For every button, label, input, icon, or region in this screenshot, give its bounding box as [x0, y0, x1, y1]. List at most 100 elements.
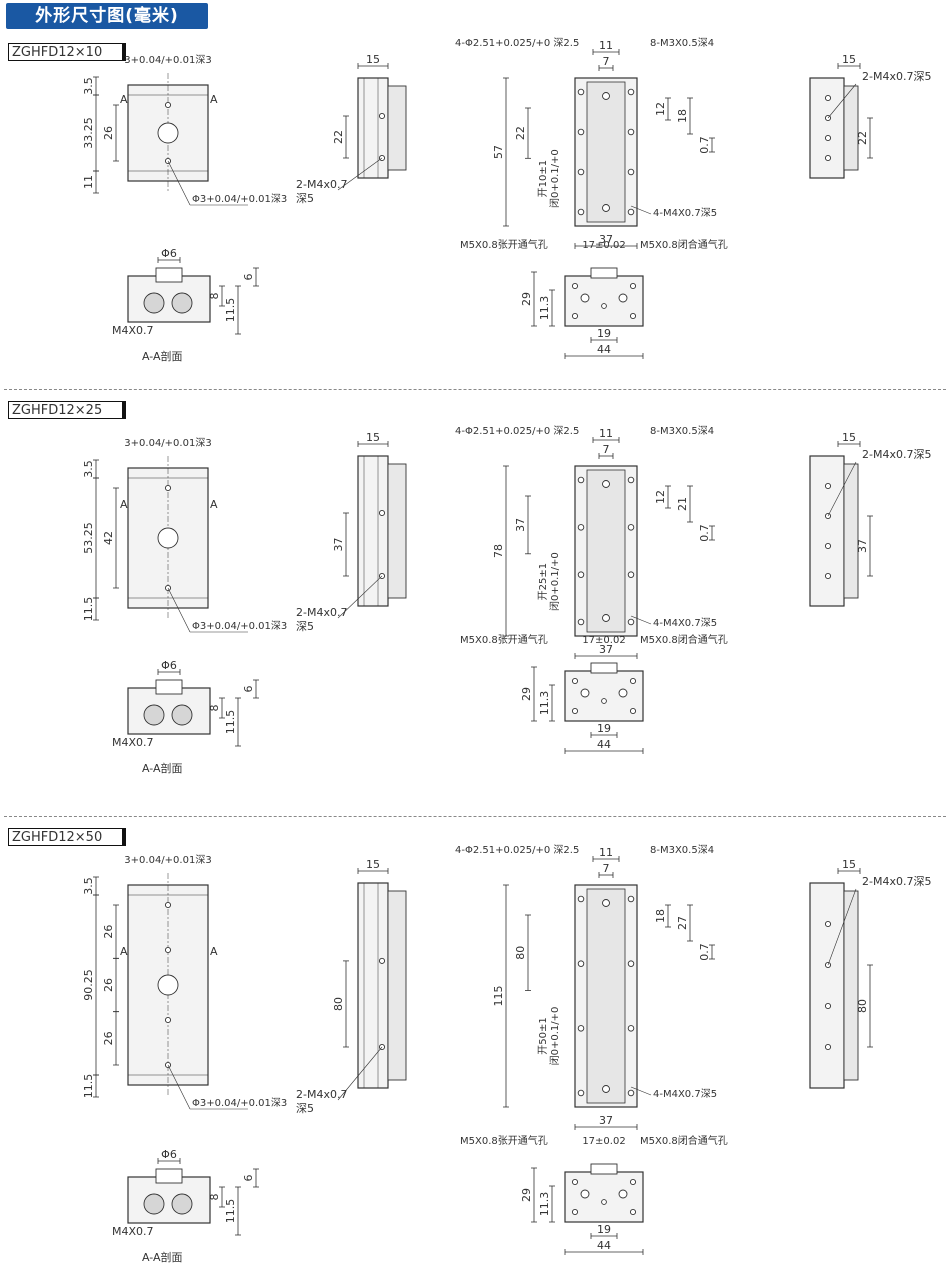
- top-side-hole: [577, 476, 585, 484]
- top-width-7: 7: [603, 443, 610, 456]
- section-aa-bore: [171, 1193, 193, 1215]
- top-hole-dimension: 4-Φ2.51+0.025/+0 深2.5: [455, 844, 579, 856]
- section-aa-bore: [171, 292, 193, 314]
- section-aa-piston: [155, 679, 183, 695]
- side-thread-depth: 深5: [296, 1102, 314, 1115]
- section-mark-a-right: A: [210, 945, 218, 958]
- right-thread-hole: [824, 1043, 832, 1051]
- right-thread-hole: [824, 482, 832, 490]
- side-top-dimension: 15: [366, 53, 380, 66]
- section-aa-dim-8: 8: [208, 293, 221, 300]
- section-mark-a-left: A: [120, 93, 128, 106]
- end-center-hole: [601, 698, 607, 704]
- top-bottom-dimension: 37: [599, 233, 613, 246]
- leader-line: [630, 615, 652, 625]
- end-height-113: 11.3: [538, 691, 551, 716]
- right-view-body: [809, 882, 845, 1089]
- top-side-hole: [627, 1089, 635, 1097]
- end-height-113: 11.3: [538, 1192, 551, 1217]
- end-hole: [571, 282, 579, 290]
- side-view-body: [357, 882, 389, 1089]
- top-screw-dimension: 8-M3X0.5深4: [650, 844, 714, 856]
- section-mark-a-left: A: [120, 945, 128, 958]
- leader-line: [630, 1086, 652, 1096]
- section-aa-caption: A-A剖面: [142, 761, 183, 775]
- front-dim-main: 33.25: [82, 117, 95, 149]
- end-width-19: 19: [597, 1223, 611, 1236]
- top-jaw-hole: [602, 204, 610, 212]
- right-thread-hole: [824, 154, 832, 162]
- front-inner-dimension: 26: [102, 1031, 115, 1045]
- top-stroke-open: 开25±1: [538, 563, 549, 600]
- top-stroke-open: 开50±1: [538, 1017, 549, 1054]
- section-aa-thread: M4X0.7: [112, 1225, 154, 1238]
- front-top-dimension: 3+0.04/+0.01深3: [124, 437, 211, 449]
- right-view-jaw: [843, 890, 859, 1081]
- side-thread-label: 2-M4x0.7: [296, 1088, 347, 1101]
- top-view-rail: [586, 888, 626, 1104]
- top-side-hole: [577, 88, 585, 96]
- section-aa-piston: [155, 1168, 183, 1184]
- end-hole: [571, 1178, 579, 1186]
- top-dim-h: 27: [676, 916, 689, 930]
- top-width-7: 7: [603, 862, 610, 875]
- section-mark-a-right: A: [210, 498, 218, 511]
- end-open-port-label: M5X0.8张开通气孔: [460, 633, 548, 646]
- front-inner-dimension: 42: [102, 531, 115, 545]
- side-thread-label: 2-M4x0.7: [296, 178, 347, 191]
- top-screw-dimension: 8-M3X0.5深4: [650, 37, 714, 49]
- section-1-model-label: ZGHFD12×10: [8, 43, 126, 61]
- front-pin-hole: [164, 946, 172, 954]
- front-dim-top: 3.5: [82, 77, 95, 95]
- section-aa-bore: [143, 292, 165, 314]
- top-side-thread: 4-M4X0.7深5: [653, 617, 717, 629]
- section-aa-phi: Φ6: [161, 659, 177, 672]
- front-center-port: [157, 122, 179, 144]
- top-side-hole: [577, 128, 585, 136]
- top-side-hole: [577, 168, 585, 176]
- end-hole: [571, 1208, 579, 1216]
- front-center-port: [157, 974, 179, 996]
- end-hole: [629, 312, 637, 320]
- right-thread-hole: [824, 920, 832, 928]
- top-jaw-hole: [602, 480, 610, 488]
- top-inner-height: 22: [514, 126, 527, 140]
- top-dim-07: 0.7: [698, 524, 711, 542]
- section-aa-dim-6: 6: [242, 686, 255, 693]
- end-center-dimension: 17±0.02: [582, 635, 625, 646]
- top-dim-12: 18: [654, 909, 667, 923]
- top-side-hole: [577, 208, 585, 216]
- side-height-dimension: 22: [332, 130, 345, 144]
- top-dim-h: 21: [676, 497, 689, 511]
- top-view-rail: [586, 81, 626, 223]
- section-aa-dim-115: 11.5: [224, 710, 237, 735]
- leader-line: [827, 461, 857, 517]
- end-height-29: 29: [520, 687, 533, 701]
- section-2-model-label: ZGHFD12×25: [8, 401, 126, 419]
- section-aa-caption: A-A剖面: [142, 1250, 183, 1264]
- section-mark-a-left: A: [120, 498, 128, 511]
- side-thread-depth: 深5: [296, 192, 314, 205]
- leader-line: [167, 160, 191, 206]
- end-view-jaw: [590, 662, 618, 674]
- end-height-113: 11.3: [538, 296, 551, 321]
- right-thread-label: 2-M4x0.7深5: [862, 70, 931, 83]
- side-top-dimension: 15: [366, 431, 380, 444]
- section-aa-dim-115: 11.5: [224, 298, 237, 323]
- top-dim-07: 0.7: [698, 136, 711, 154]
- section-aa-caption: A-A剖面: [142, 349, 183, 363]
- top-inner-height: 80: [514, 946, 527, 960]
- top-side-hole: [627, 208, 635, 216]
- top-side-hole: [577, 524, 585, 531]
- section-aa-thread: M4X0.7: [112, 324, 154, 337]
- top-hole-dimension: 4-Φ2.51+0.025/+0 深2.5: [455, 425, 579, 437]
- side-view-jaw: [387, 463, 407, 599]
- top-bottom-dimension: 37: [599, 1114, 613, 1127]
- top-stroke-close: 闭0+0.1/+0: [548, 1007, 561, 1066]
- front-dim-top: 3.5: [82, 877, 95, 895]
- page-title: 外形尺寸图(毫米): [35, 6, 179, 26]
- page-title-bar: 外形尺寸图(毫米): [6, 3, 208, 29]
- top-side-hole: [627, 895, 635, 903]
- end-hole: [629, 1208, 637, 1216]
